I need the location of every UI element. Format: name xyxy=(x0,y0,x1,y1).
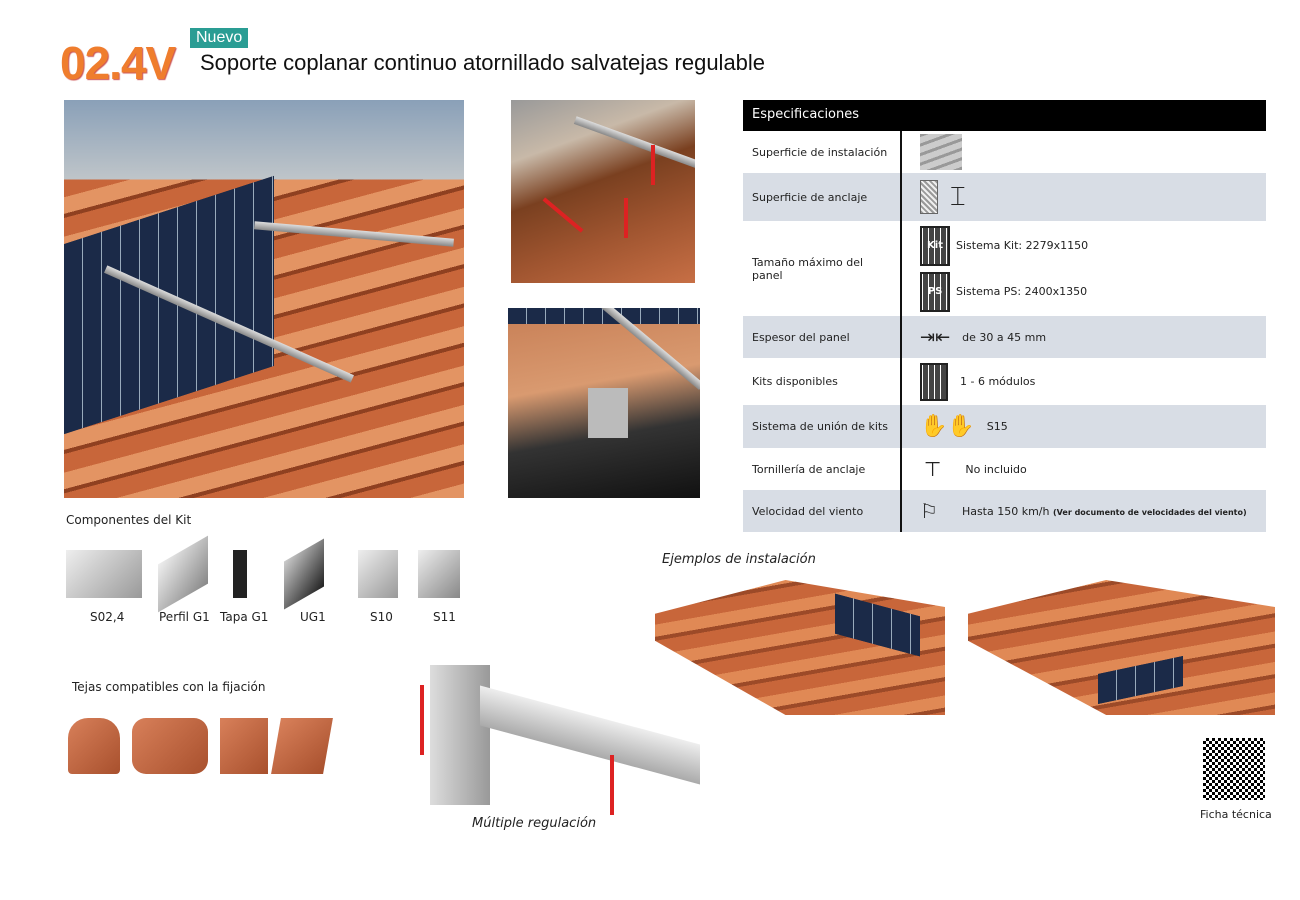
component-s10-image xyxy=(358,550,398,598)
spec-label: Sistema de unión de kits xyxy=(743,405,902,448)
spec-label: Espesor del panel xyxy=(743,316,902,358)
component-tapa-image xyxy=(233,550,247,598)
solar-panel-icon xyxy=(920,362,948,401)
qr-caption: Ficha técnica xyxy=(1200,808,1272,821)
bracket-arm xyxy=(480,685,700,785)
red-arrow xyxy=(651,145,655,185)
component-ug1-image xyxy=(284,538,324,610)
red-arrow xyxy=(420,685,424,755)
spec-label: Superficie de instalación xyxy=(743,131,902,173)
spec-value: 1 - 6 módulos xyxy=(960,375,1036,388)
component-label: S02,4 xyxy=(90,610,125,624)
spec-label: Tornillería de anclaje xyxy=(743,448,902,490)
component-label: S11 xyxy=(433,610,456,624)
example-roof-image xyxy=(968,580,1275,715)
component-s11-image xyxy=(418,550,460,598)
qr-code[interactable] xyxy=(1203,738,1265,800)
wood-icon xyxy=(920,180,938,214)
panel-ps-icon: PS xyxy=(920,271,950,312)
page-title: Soporte coplanar continuo atornillado sa… xyxy=(200,50,766,75)
spec-row: Kits disponibles 1 - 6 módulos xyxy=(743,358,1266,405)
spec-value: Sistema PS: 2400x1350 xyxy=(956,285,1088,298)
steel-beam-icon: ⌶ xyxy=(950,182,966,212)
spec-row: Velocidad del viento ⚐ Hasta 150 km/h (Ve… xyxy=(743,490,1266,532)
windsock-icon: ⚐ xyxy=(920,499,938,523)
main-roof-photo xyxy=(64,100,464,498)
spec-value: Hasta 150 km/h xyxy=(961,504,1050,518)
solar-panel xyxy=(64,175,274,435)
solar-panel xyxy=(1098,655,1183,705)
spec-value: Sistema Kit: 2279x1150 xyxy=(956,239,1089,252)
spec-row: Tornillería de anclaje ⊤ No incluido xyxy=(743,448,1266,490)
spec-row: Sistema de unión de kits ✋✋ S15 xyxy=(743,405,1266,448)
puzzle-hands-icon: ✋✋ xyxy=(920,414,975,439)
bracket-caption: Múltiple regulación xyxy=(472,816,597,831)
component-label: UG1 xyxy=(300,610,326,624)
red-arrow xyxy=(542,197,584,233)
spec-row: Tamaño máximo del panel Kit Sistema Kit: … xyxy=(743,221,1266,316)
panel-kit-icon: Kit xyxy=(920,225,950,266)
tile-image xyxy=(271,718,333,774)
detail-photo-wood xyxy=(511,100,695,283)
thickness-icon: ⇥⇤ xyxy=(920,326,951,348)
spec-value: de 30 a 45 mm xyxy=(962,330,1047,344)
tile-image xyxy=(220,718,268,774)
spec-value: No incluido xyxy=(965,462,1027,476)
detail-photo-beam xyxy=(508,308,700,498)
new-badge: Nuevo xyxy=(190,28,249,48)
screw-icon: ⊤ xyxy=(924,457,942,481)
bracket xyxy=(588,388,628,438)
red-arrow xyxy=(610,755,614,815)
solar-panel xyxy=(508,308,700,324)
components-title: Componentes del Kit xyxy=(66,513,192,527)
spec-row: Superficie de anclaje ⌶ xyxy=(743,173,1266,221)
red-arrow xyxy=(624,198,628,238)
spec-label: Kits disponibles xyxy=(743,358,902,405)
product-code: 02.4V xyxy=(60,37,176,89)
spec-note: (Ver documento de velocidades del viento… xyxy=(1053,507,1247,517)
spec-row: Superficie de instalación xyxy=(743,131,1266,173)
component-perfil-image xyxy=(158,535,208,613)
bracket-image xyxy=(420,655,700,815)
spec-label: Tamaño máximo del panel xyxy=(743,221,902,316)
tile-image xyxy=(68,718,120,774)
spec-row: Espesor del panel ⇥⇤ de 30 a 45 mm xyxy=(743,316,1266,358)
spec-value: S15 xyxy=(986,420,1008,433)
component-label: Perfil G1 xyxy=(159,610,210,624)
component-label: S10 xyxy=(370,610,393,624)
specifications-table: Especificaciones Superficie de instalaci… xyxy=(743,100,1266,532)
rail xyxy=(254,221,454,247)
examples-title: Ejemplos de instalación xyxy=(662,552,816,567)
tiles-title: Tejas compatibles con la fijación xyxy=(72,680,266,694)
roof-tile-icon xyxy=(920,134,962,170)
spec-label: Velocidad del viento xyxy=(743,490,902,532)
component-label: Tapa G1 xyxy=(220,610,269,624)
spec-header: Especificaciones xyxy=(743,100,1266,131)
tile-image xyxy=(132,718,208,774)
solar-panel xyxy=(835,593,920,657)
spec-label: Superficie de anclaje xyxy=(743,173,902,221)
rail xyxy=(573,116,695,172)
component-s024-image xyxy=(66,550,142,598)
